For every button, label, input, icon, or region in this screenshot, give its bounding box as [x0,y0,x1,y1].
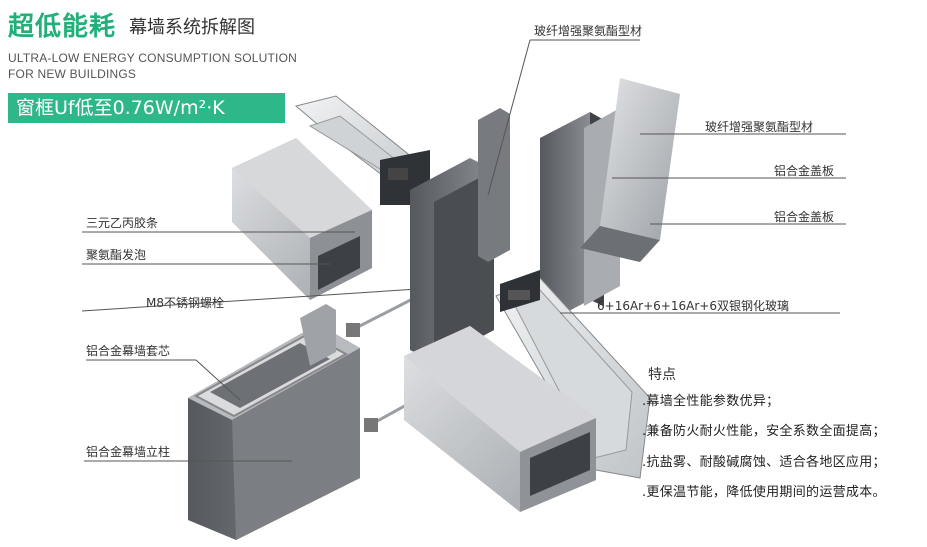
title-sub: 幕墙系统拆解图 [129,17,255,38]
title-main: 超低能耗 [8,12,117,42]
subtitle-english-line-1: ULTRA-LOW ENERGY CONSUMPTION SOLUTION [8,51,297,65]
right-profiles [540,78,680,326]
lower-transom-box [404,326,596,512]
callout-epdm-strip: 三元乙丙胶条 [86,216,159,230]
m8-bolts [346,288,431,432]
callout-sleeve-core: 铝合金幕墙套芯 [86,344,171,358]
aluminum-sleeve-core [300,304,336,366]
callout-m8-bolt: M8不锈钢螺栓 [146,296,224,310]
features-title: 特点 [648,367,676,383]
callout-mullion: 铝合金幕墙立柱 [86,445,171,459]
leader-lines [81,39,846,462]
uf-value-badge: 窗框Uf低至0.76W/m²·K [8,93,285,123]
callout-pu-foam: 聚氨酯发泡 [86,248,147,262]
aluminum-mullion [188,324,360,540]
callout-right-profile: 玻纤增强聚氨酯型材 [705,120,814,134]
lower-glazing-unit [495,270,651,479]
subtitle-english-line-2: FOR NEW BUILDINGS [8,67,137,81]
callout-cover-plate-1: 铝合金盖板 [774,164,835,178]
center-profile [410,108,510,362]
feature-item-3: .抗盐雾、耐酸碱腐蚀、适合各地区应用； [642,455,886,470]
callout-cover-plate-2: 铝合金盖板 [774,210,835,224]
feature-item-2: .兼备防火耐火性能，安全系数全面提高； [642,424,886,439]
callout-glass: 6+16Ar+6+16Ar+6双银钢化玻璃 [597,299,789,313]
callout-top-profile: 玻纤增强聚氨酯型材 [534,24,643,38]
feature-item-1: .幕墙全性能参数优异； [642,394,780,409]
transom-box [232,138,372,300]
feature-item-4: .更保温节能，降低使用期间的运营成本。 [642,485,886,500]
